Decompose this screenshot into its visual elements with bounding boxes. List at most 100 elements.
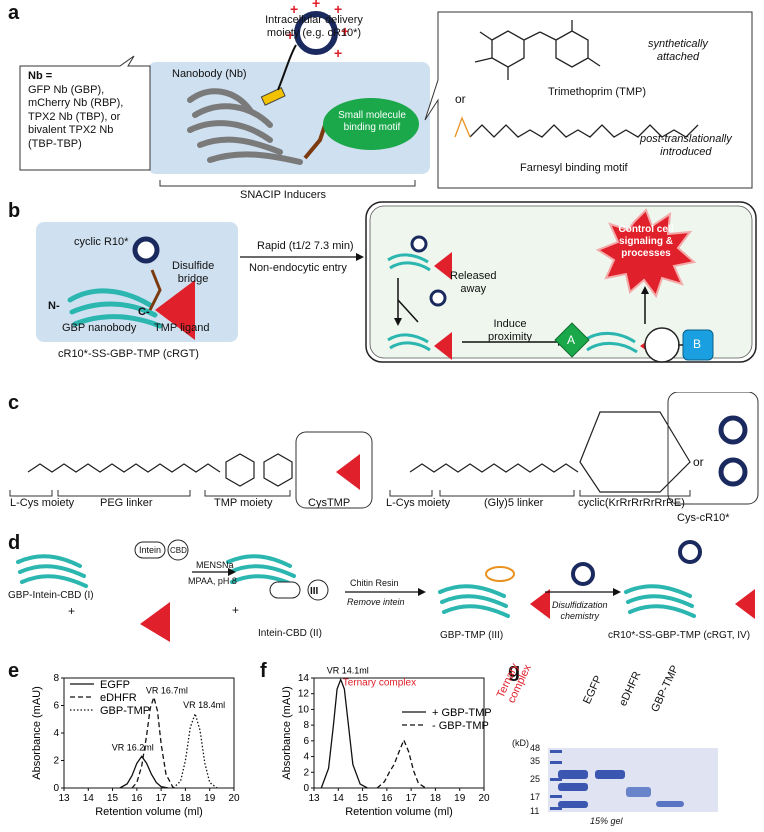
intein-cbd-label: Intein-CBD (II) <box>258 628 322 639</box>
tmp-ligand-icon <box>155 280 195 340</box>
control-star-icon <box>595 208 697 299</box>
svg-text:+: + <box>286 27 294 43</box>
binding-motif-icon <box>323 98 419 150</box>
or-label: or <box>455 92 466 106</box>
n-term-label: N- <box>48 300 60 312</box>
gly-chain-icon <box>409 463 579 473</box>
c-term-label: C- <box>138 306 150 318</box>
panel-c-letter: c <box>8 392 20 414</box>
linker-icon <box>260 87 286 106</box>
y-tick-label: 2 <box>303 767 309 778</box>
panel-c-figure <box>9 392 759 509</box>
mpaa-label: MPAA, pH 8 <box>188 576 237 586</box>
gbp-tmp-label: GBP-TMP (III) <box>440 630 504 641</box>
series-line-edhfr <box>131 694 174 789</box>
legend-label: eDHFR <box>100 692 137 704</box>
nb-list-item: (TBP-TBP) <box>28 137 82 150</box>
box-b-label: B <box>693 337 702 351</box>
iii-label: III <box>310 586 319 597</box>
y-tick-label: 8 <box>53 673 59 684</box>
gel-bands <box>550 750 684 810</box>
series-line--gbp-tmp <box>320 677 368 789</box>
nb-list-item: mCherry Nb (RBP), <box>28 97 124 109</box>
compound-label: cR10*-SS-GBP-TMP (cRGT) <box>58 348 199 360</box>
peak-annotation: VR 14.1ml <box>327 666 369 676</box>
x-tick-label: 18 <box>180 793 192 804</box>
y-tick-label: 8 <box>303 720 309 731</box>
y-tick-label: 10 <box>298 704 310 715</box>
panel-g-letter: g <box>508 660 521 682</box>
svg-text:+: + <box>312 0 320 11</box>
x-tick-label: 16 <box>381 793 393 804</box>
chitin-label: Chitin Resin <box>350 578 399 588</box>
cbd-circle <box>167 539 189 561</box>
cyclic-peptide-label: cyclic(KrRrRrRrRrRE) <box>578 497 685 509</box>
nb-list-item: TPX2 Nb (TBP), or <box>28 110 121 123</box>
y-tick-label: 6 <box>53 701 59 712</box>
panel-a-figure: +++ +++ <box>19 0 753 189</box>
panel-e-letter: e <box>8 660 20 682</box>
peak-annotation: VR 16.2ml <box>112 742 154 752</box>
y-axis-label: Absorbance (mAU) <box>281 686 293 780</box>
y-axis-label: Absorbance (mAU) <box>31 686 43 780</box>
series-line--gbp-tmp <box>376 738 427 789</box>
y-tick-label: 12 <box>298 689 310 700</box>
entry-label: Non-endocytic entry <box>249 262 347 274</box>
plus-sign-2: + <box>232 603 240 617</box>
remove-intein-label: Remove intein <box>347 597 405 607</box>
ternary-complex-annotation: Ternary complex <box>343 678 416 689</box>
final-label: cR10*-SS-GBP-TMP (cRGT, IV) <box>608 630 751 641</box>
nb-list-item: bivalent TPX2 Nb <box>28 124 114 136</box>
x-tick-label: 15 <box>357 793 369 804</box>
cr10-ring-icon <box>132 236 160 264</box>
nb-list-item: GFP Nb (GBP), <box>28 83 105 96</box>
marker-11: 11 <box>530 806 540 816</box>
gly-label: (Gly)5 linker <box>484 497 544 509</box>
nb-list: Nb = GFP Nb (GBP), mCherry Nb (RBP), TPX… <box>28 70 124 150</box>
peak-annotation: VR 18.4ml <box>183 700 225 710</box>
x-tick-label: 15 <box>107 793 119 804</box>
plus-sign: + <box>68 604 76 618</box>
x-tick-label: 14 <box>83 793 95 804</box>
tmp-ligand-label: TMP ligand <box>154 322 210 334</box>
marker-25: 25 <box>530 774 541 784</box>
legend-label: GBP-TMP <box>100 705 150 717</box>
legend-label: + GBP-TMP <box>432 707 492 719</box>
x-tick-label: 18 <box>430 793 442 804</box>
tmp-label: Trimethoprim (TMP) <box>548 86 646 98</box>
intein-box <box>134 541 166 559</box>
x-tick-label: 20 <box>478 793 490 804</box>
x-tick-label: 13 <box>58 793 70 804</box>
legend-label: EGFP <box>100 679 130 691</box>
marker-48: 48 <box>530 743 541 753</box>
mesna-label: MENSNa <box>196 560 234 570</box>
nanobody-structure-icon <box>187 88 303 165</box>
y-tick-label: 4 <box>53 728 59 739</box>
x-axis-label: Retention volume (ml) <box>95 806 203 818</box>
cys-cr10-label: Cys-cR10* <box>677 512 730 524</box>
snacip-label: SNACIP Inducers <box>240 189 327 201</box>
panel-d-figure <box>16 539 755 642</box>
kd-label: (kD) <box>512 738 529 748</box>
cr10-ring-icon <box>294 11 338 55</box>
farnesyl-chain-icon <box>469 124 699 138</box>
x-tick-label: 14 <box>333 793 345 804</box>
x-tick-label: 19 <box>454 793 466 804</box>
delivery-label: Intracellular delivery moiety (e.g. cR10… <box>265 14 363 39</box>
x-tick-label: 19 <box>204 793 216 804</box>
tmp-structure-icon <box>474 20 601 80</box>
intein-label: Intein <box>139 545 162 555</box>
x-tick-label: 20 <box>228 793 240 804</box>
panel-b-letter: b <box>8 200 21 222</box>
or-label-c: or <box>693 455 704 469</box>
panel-b-figure <box>36 201 757 363</box>
gel-caption: 15% gel <box>590 816 623 826</box>
series-line-gbp-tmp <box>172 711 218 789</box>
svg-text:+: + <box>334 45 342 61</box>
